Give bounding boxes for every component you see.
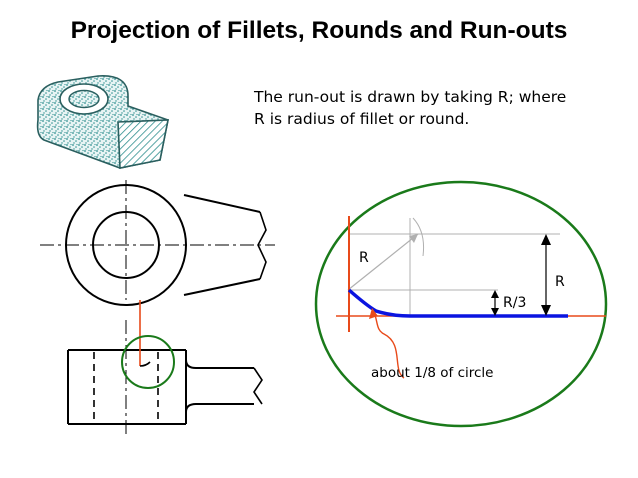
- front-view: [67, 300, 263, 436]
- annotation-label: about 1/8 of circle: [371, 365, 493, 381]
- enlarged-detail: R R R/3 about 1/8 of circle: [314, 180, 608, 428]
- page-title: Projection of Fillets, Rounds and Run-ou…: [70, 17, 568, 44]
- isometric-part: [36, 75, 169, 169]
- description-line-1: The run-out is drawn by taking R; where: [254, 88, 567, 106]
- description-line-2: R is radius of fillet or round.: [254, 110, 470, 128]
- radius-label-left: R: [359, 250, 369, 266]
- description-text: The run-out is drawn by taking R; where …: [254, 86, 614, 130]
- radius-label-right: R: [555, 274, 565, 290]
- radius-third-label: R/3: [503, 295, 526, 311]
- top-view: [40, 180, 275, 306]
